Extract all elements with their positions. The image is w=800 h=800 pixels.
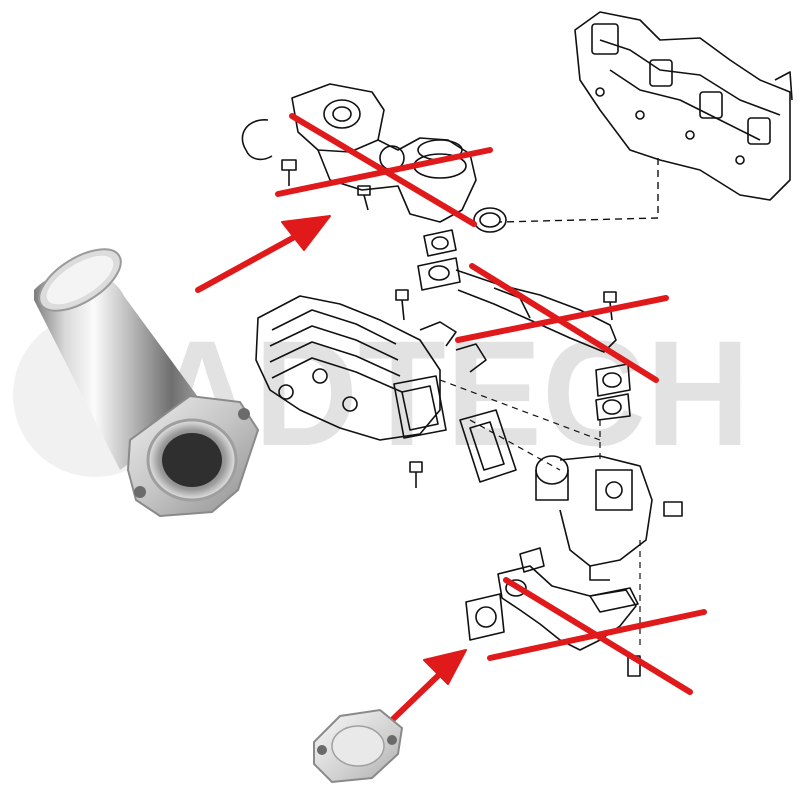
cooler-gasket-drawing	[459, 409, 517, 483]
egr-blanking-plate-photo	[313, 708, 404, 784]
arrow-to-elbow	[387, 649, 467, 725]
throttle-body-drawing	[535, 455, 683, 581]
removed-part-marks	[275, 113, 707, 695]
egr-delete-pipe-photo	[34, 248, 260, 518]
cross-mark-tube-a	[469, 263, 659, 383]
cross-mark-elbow-b	[487, 609, 707, 661]
cross-mark-valve-b	[275, 147, 493, 197]
egr-valve-assembly-drawing	[241, 83, 507, 233]
assembly-guide-lines	[439, 379, 641, 650]
arrow-to-valve	[195, 215, 331, 293]
cross-mark-tube-b	[455, 295, 669, 343]
egr-cooler-drawing	[255, 289, 487, 488]
connection-dashed-line	[499, 158, 659, 223]
replacement-arrows	[195, 215, 467, 725]
intake-manifold-drawing	[574, 11, 793, 201]
